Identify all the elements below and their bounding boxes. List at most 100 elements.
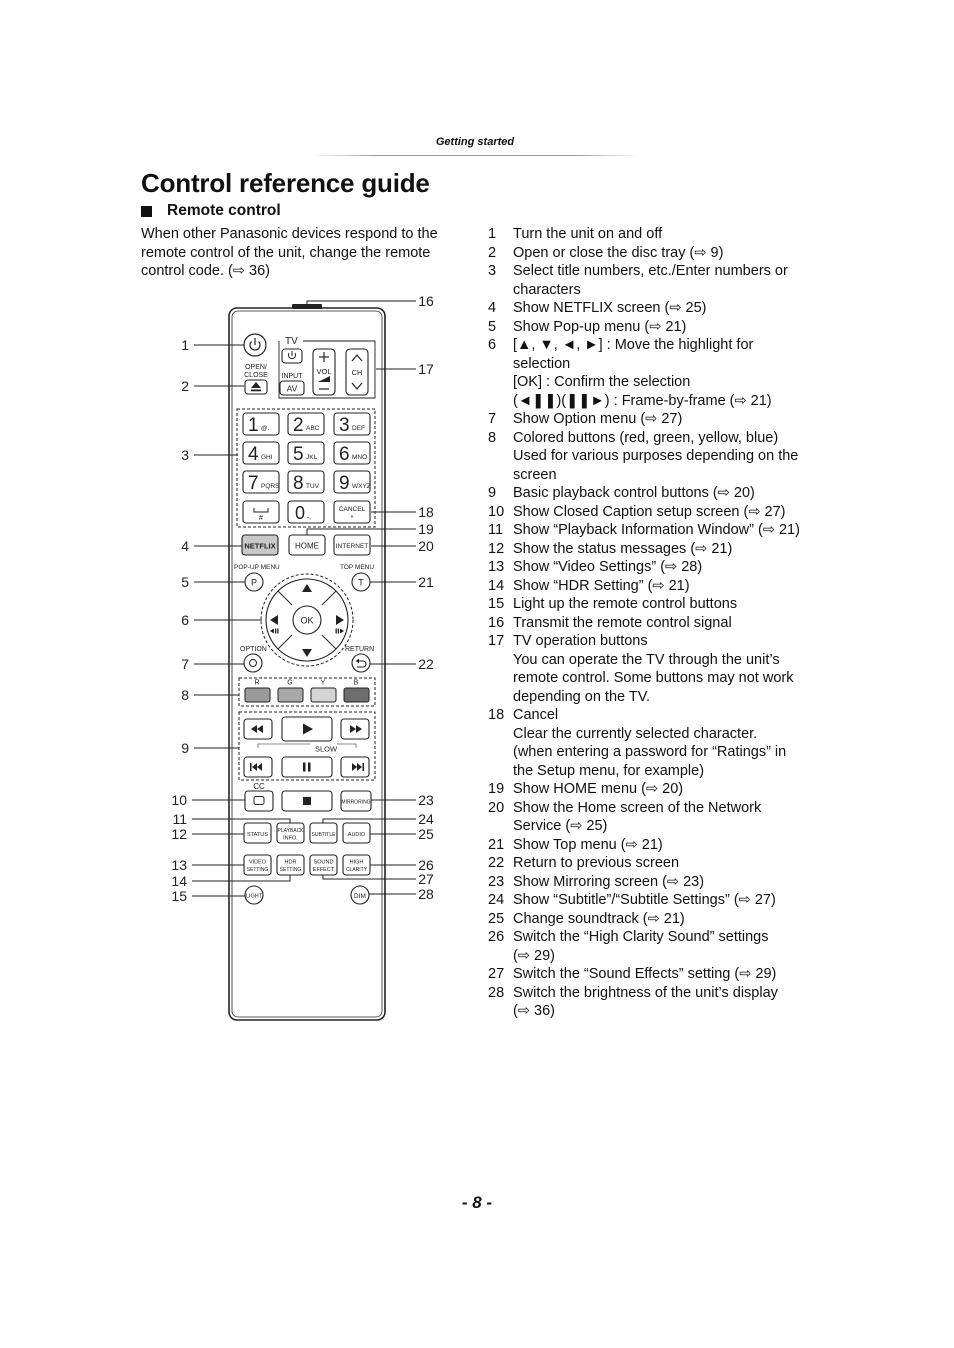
item-number: 11 (488, 522, 504, 538)
chevron-down-icon (351, 382, 363, 390)
light-label: LIGHT (246, 894, 263, 900)
item-description: Show NETFLIX screen (⇨ 25) (513, 299, 818, 318)
cancel-button[interactable] (333, 500, 371, 524)
item-line: screen (513, 466, 557, 483)
hash-label: # (259, 515, 263, 522)
asterisk-label: * (351, 515, 354, 522)
dim-label: DIM (354, 893, 366, 900)
callout-number: 27 (418, 871, 434, 887)
item-description: Light up the remote control buttons (513, 595, 818, 614)
digit-5-button[interactable] (287, 441, 325, 465)
intro-line: remote control of the unit, change the r… (141, 244, 431, 261)
item-line: remote control. Some buttons may not wor… (513, 670, 794, 686)
skip-back-icon (250, 763, 262, 771)
digit-1-button[interactable] (242, 412, 280, 436)
digit-4-button[interactable] (242, 441, 280, 465)
item-number: 19 (488, 781, 505, 797)
digit-8-button[interactable] (287, 470, 325, 494)
item-description: Show Option menu (⇨ 27) (513, 410, 818, 429)
mirroring-button[interactable] (340, 790, 372, 812)
callout-number: 1 (181, 337, 189, 353)
slow-bracket (257, 743, 357, 748)
item-description: Show Mirroring screen (⇨ 23) (513, 873, 818, 892)
digit-0-button[interactable] (287, 500, 325, 524)
item-description: Show HOME menu (⇨ 20) (513, 780, 818, 799)
playback-info-label: PLAYBACK (277, 828, 304, 834)
page-title: Control reference guide (141, 168, 430, 198)
list-item: 19 Show HOME menu (⇨ 20) (488, 780, 818, 799)
audio-button[interactable] (342, 822, 371, 844)
channel-rocker[interactable] (345, 348, 369, 396)
digit-2-button[interactable] (287, 412, 325, 436)
light-button[interactable] (244, 885, 264, 905)
item-line: Basic playback control buttons (⇨ 20) (513, 485, 755, 501)
digit-9-button[interactable] (333, 470, 371, 494)
item-line: TV operation buttons (513, 633, 648, 649)
video-setting-label: SETTING (247, 867, 269, 873)
item-line: Show “Subtitle”/“Subtitle Settings” (⇨ 2… (513, 892, 776, 908)
item-line: Show Pop-up menu (⇨ 21) (513, 318, 687, 335)
digit-6-button[interactable] (333, 441, 371, 465)
digit-letters: WXYZ (352, 483, 371, 490)
slow-label-bg (310, 743, 337, 753)
cc-label: CC (253, 782, 265, 791)
arrow-up-icon (302, 584, 312, 592)
callout-number: 15 (171, 888, 187, 904)
volume-rocker[interactable] (312, 348, 336, 396)
open-close-label: CLOSE (244, 372, 268, 379)
status-button[interactable] (243, 822, 272, 844)
callout-number: 17 (418, 361, 434, 377)
digit-3-button[interactable] (333, 412, 371, 436)
item-description: Turn the unit on and off (513, 225, 818, 244)
pause-button[interactable] (281, 756, 333, 778)
item-description: Change soundtrack (⇨ 21) (513, 910, 818, 929)
caption-icon (253, 796, 265, 805)
digit-letters: DEF (352, 425, 365, 432)
input-av-button[interactable] (279, 380, 305, 396)
item-number: 26 (488, 929, 505, 945)
ok-button[interactable] (292, 605, 322, 635)
netflix-button[interactable] (241, 534, 279, 556)
section-heading: Remote control (141, 202, 281, 220)
callout-number: 19 (418, 521, 434, 537)
digit-label: 6 (339, 444, 350, 465)
callout-number: 16 (418, 293, 434, 309)
item-line: Show Top menu (⇨ 21) (513, 836, 663, 853)
item-line: (⇨ 36) (513, 1003, 555, 1019)
item-line: Clear the currently selected character. (513, 725, 758, 742)
item-line: Colored buttons (red, green, yellow, blu… (513, 429, 779, 446)
frame-back-icon (270, 628, 279, 634)
color-button-r[interactable] (244, 687, 271, 703)
item-line: Change soundtrack (⇨ 21) (513, 910, 685, 927)
color-button-g[interactable] (277, 687, 304, 703)
netflix-label: NETFLIX (244, 542, 275, 551)
chevron-up-icon (351, 354, 363, 362)
dim-button[interactable] (350, 885, 370, 905)
intro-paragraph: When other Panasonic devices respond to … (141, 225, 461, 281)
item-line: (⇨ 29) (513, 947, 555, 964)
item-number: 4 (488, 300, 497, 316)
color-button-y[interactable] (310, 687, 337, 703)
callout-line-27 (322, 875, 416, 880)
option-button[interactable] (243, 653, 263, 673)
digit-7-button[interactable] (242, 470, 280, 494)
callout-number: 9 (181, 740, 189, 756)
closed-caption-button[interactable] (244, 790, 274, 812)
color-button-b[interactable] (343, 687, 370, 703)
intro-line: control code. (⇨ 36) (141, 263, 271, 279)
internet-button[interactable] (333, 534, 371, 556)
item-number: 12 (488, 540, 505, 557)
return-arrow-icon (356, 658, 367, 668)
callout-number: 22 (418, 656, 434, 672)
digit-label: 5 (293, 444, 304, 465)
return-button[interactable] (351, 653, 371, 673)
eject-icon (251, 382, 261, 392)
item-description: Show “HDR Setting” (⇨ 21) (513, 577, 818, 596)
